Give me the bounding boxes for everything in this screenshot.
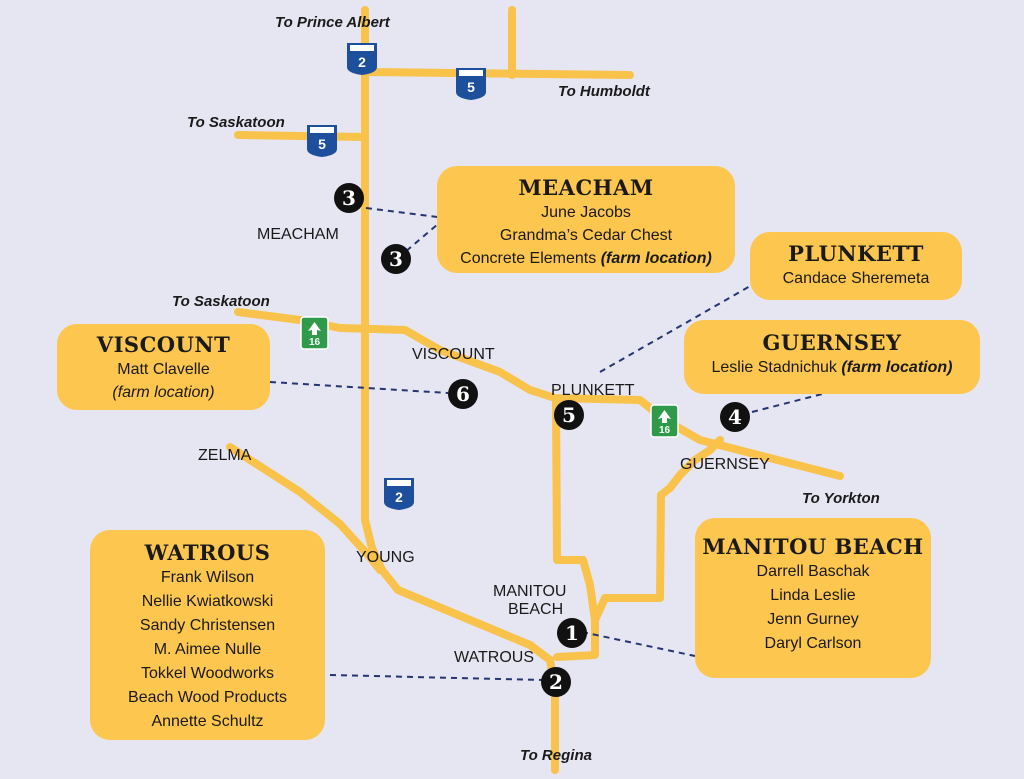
town-viscount: VISCOUNT: [412, 346, 495, 363]
hwy16-shield-west: 16: [300, 316, 329, 350]
watrous-vendor-2: Nellie Kwiatkowski: [141, 593, 274, 610]
plunkett-vendor-1: Candace Sheremeta: [782, 270, 930, 287]
road-manitou-loop: [552, 396, 599, 661]
meacham-vendor-1: June Jacobs: [541, 204, 631, 221]
meacham-farm-note: (farm location): [600, 250, 712, 267]
hwy2-shield-south: 2: [384, 478, 414, 510]
plunkett-info-box: PLUNKETT Candace Sheremeta: [750, 232, 962, 300]
leader-watrous: [329, 674, 544, 681]
meacham-vendor-3-name: Concrete Elements: [460, 250, 601, 267]
plunkett-box-title: PLUNKETT: [788, 241, 924, 266]
manitou-vendor-1: Darrell Baschak: [756, 563, 870, 580]
dest-saskatoon-north: To Saskatoon: [187, 114, 285, 131]
hwy5-shield-right-number: 5: [467, 79, 475, 95]
watrous-info-box: WATROUS Frank Wilson Nellie Kwiatkowski …: [90, 530, 325, 740]
town-meacham: MEACHAM: [257, 226, 339, 243]
guernsey-info-box: GUERNSEY Leslie Stadnichuk (farm locatio…: [684, 320, 980, 394]
meacham-info-box: MEACHAM June Jacobs Grandma’s Cedar Ches…: [437, 166, 735, 273]
meacham-box-title: MEACHAM: [518, 175, 654, 200]
marker-1-number: 1: [565, 621, 579, 645]
manitou-info-box: MANITOU BEACH Darrell Baschak Linda Lesl…: [695, 518, 931, 678]
viscount-box-title: VISCOUNT: [96, 332, 231, 357]
town-manitou: MANITOU: [493, 583, 566, 600]
town-watrous: WATROUS: [454, 649, 534, 666]
leader-manitou: [581, 631, 696, 657]
viscount-info-box: VISCOUNT Matt Clavelle (farm location): [57, 324, 270, 410]
watrous-box-title: WATROUS: [144, 540, 271, 565]
manitou-box-title: MANITOU BEACH: [702, 534, 924, 559]
town-young: YOUNG: [356, 549, 415, 566]
guernsey-box-title: GUERNSEY: [762, 330, 902, 355]
road-zelma: [226, 443, 384, 574]
dest-regina: To Regina: [520, 747, 592, 764]
manitou-vendor-3: Jenn Gurney: [767, 611, 859, 628]
guernsey-farm-note: (farm location): [841, 359, 953, 376]
marker-2[interactable]: 2: [541, 667, 571, 697]
hwy16-shield-east: 16: [650, 404, 679, 438]
watrous-vendor-7: Annette Schultz: [151, 713, 264, 730]
hwy16-shield-east-number: 16: [659, 425, 671, 436]
dest-humboldt: To Humboldt: [558, 83, 651, 100]
hwy2-shield-top-number: 2: [358, 54, 366, 70]
watrous-vendor-1: Frank Wilson: [160, 569, 255, 586]
marker-5-number: 5: [562, 403, 576, 427]
viscount-farm-note: (farm location): [112, 384, 215, 401]
watrous-vendor-3: Sandy Christensen: [139, 617, 276, 634]
marker-3b-number: 3: [389, 247, 403, 271]
leader-viscount: [269, 381, 449, 394]
viscount-vendor-1: Matt Clavelle: [117, 361, 210, 378]
town-manitou-beach: BEACH: [508, 601, 563, 618]
leader-guernsey: [751, 391, 831, 413]
leader-plunkett: [599, 284, 753, 373]
marker-3a-number: 3: [342, 186, 356, 210]
watrous-vendor-6: Beach Wood Products: [128, 689, 287, 706]
dest-saskatoon-west: To Saskatoon: [172, 293, 270, 310]
manitou-vendor-2: Linda Leslie: [770, 587, 856, 604]
marker-4-number: 4: [728, 405, 742, 429]
dest-prince-albert: To Prince Albert: [275, 14, 391, 31]
marker-6-number: 6: [456, 382, 470, 406]
hwy2-shield-top: 2: [347, 43, 377, 75]
hwy5-shield-left: 5: [307, 125, 337, 157]
town-plunkett: PLUNKETT: [551, 382, 635, 399]
road-hwy5-saskatoon: [234, 131, 369, 141]
guernsey-vendor-1: Leslie Stadnichuk (farm location): [684, 356, 980, 379]
hwy16-shield-west-number: 16: [309, 337, 321, 348]
watrous-vendor-5: Tokkel Woodworks: [140, 665, 275, 682]
watrous-vendor-4: M. Aimee Nulle: [153, 641, 262, 658]
marker-6[interactable]: 6: [448, 379, 478, 409]
marker-5[interactable]: 5: [554, 400, 584, 430]
marker-4[interactable]: 4: [720, 402, 750, 432]
marker-2-number: 2: [549, 670, 563, 694]
marker-1[interactable]: 1: [557, 618, 587, 648]
hwy5-shield-left-number: 5: [318, 136, 326, 152]
leader-lines: [269, 207, 831, 681]
marker-3b[interactable]: 3: [381, 244, 411, 274]
meacham-vendor-3: Concrete Elements (farm location): [437, 247, 735, 270]
hwy5-shield-right: 5: [456, 68, 486, 100]
road-guernsey-branch: [591, 436, 724, 624]
road-hwy5-east: [361, 68, 634, 79]
town-guernsey: GUERNSEY: [680, 456, 770, 473]
guernsey-vendor-1-name: Leslie Stadnichuk: [711, 359, 842, 376]
dest-yorkton: To Yorkton: [802, 490, 880, 507]
meacham-vendor-2: Grandma’s Cedar Chest: [499, 227, 673, 244]
hwy2-shield-south-number: 2: [395, 489, 403, 505]
town-zelma: ZELMA: [198, 447, 252, 464]
leader-meacham-a: [365, 207, 446, 219]
manitou-vendor-4: Daryl Carlson: [764, 635, 862, 652]
marker-3a[interactable]: 3: [334, 183, 364, 213]
